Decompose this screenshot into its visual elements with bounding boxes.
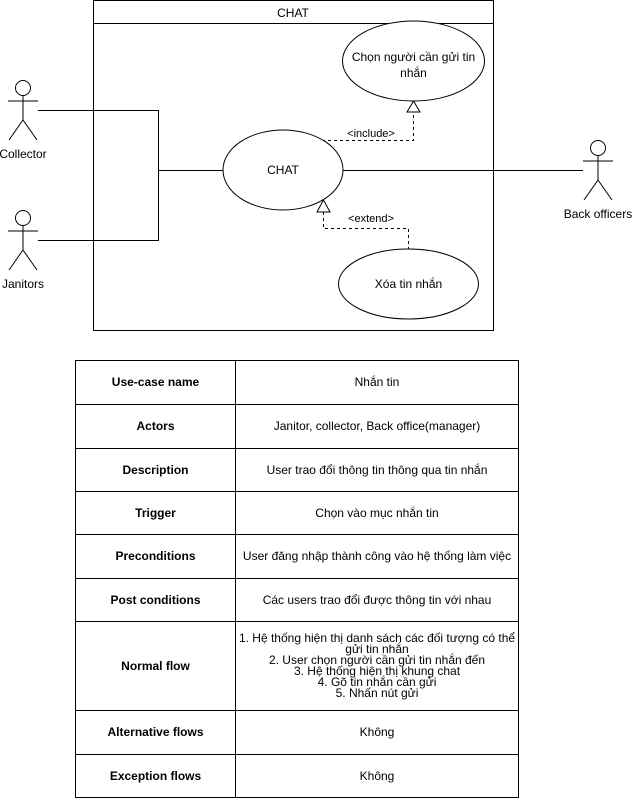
use-case-chat-label: CHAT xyxy=(267,163,299,177)
table-row: Use-case name Nhắn tin xyxy=(75,360,519,405)
table-row: Preconditions User đăng nhập thành công … xyxy=(75,534,519,579)
use-case-select-recipient-line1: Chọn người cần gửi tin xyxy=(352,50,475,64)
flow-step: 4. Gõ tin nhắn cần gửi xyxy=(317,675,437,689)
association-janitors-chat xyxy=(38,170,159,241)
normal-flow-steps: 1. Hệ thống hiện thị danh sách các đối t… xyxy=(235,621,519,711)
include-relation-line xyxy=(298,112,414,141)
include-label: <include> xyxy=(347,128,395,140)
row-label: Normal flow xyxy=(75,621,236,711)
row-value: Nhắn tin xyxy=(235,360,519,405)
flow-step: 1. Hệ thống hiện thị danh sách các đối t… xyxy=(238,631,516,645)
row-label: Post conditions xyxy=(75,578,236,622)
use-case-select-recipient xyxy=(342,20,485,102)
flow-step: 5. Nhấn nút gửi xyxy=(335,686,419,700)
table-row: Description User trao đổi thông tin thôn… xyxy=(75,448,519,492)
row-label: Alternative flows xyxy=(75,710,236,755)
table-row: Alternative flows Không xyxy=(75,710,519,755)
include-arrowhead xyxy=(406,100,421,113)
actor-back-officers xyxy=(583,140,613,201)
row-label: Trigger xyxy=(75,491,236,535)
row-label: Preconditions xyxy=(75,534,236,579)
use-case-spec-table: Use-case name Nhắn tin Actors Janitor, c… xyxy=(75,360,519,798)
association-collector-chat xyxy=(38,110,223,171)
row-value: Không xyxy=(235,754,519,798)
use-case-select-recipient-line2: nhắn xyxy=(400,65,427,80)
use-case-chat xyxy=(222,129,344,211)
row-label: Description xyxy=(75,448,236,492)
table-row: Exception flows Không xyxy=(75,754,519,798)
table-row: Actors Janitor, collector, Back office(m… xyxy=(75,404,519,449)
system-title: CHAT xyxy=(277,6,309,20)
flow-step: 2. User chọn người cần gửi tin nhắn đến xyxy=(268,653,486,667)
actor-janitors xyxy=(8,210,38,271)
table-row: Post conditions Các users trao đổi được … xyxy=(75,578,519,622)
extend-label: <extend> xyxy=(348,213,394,225)
row-value: Các users trao đổi được thông tin với nh… xyxy=(235,578,519,622)
actor-janitors-label: Janitors xyxy=(2,277,44,291)
table-row: Trigger Chọn vào mục nhắn tin xyxy=(75,491,519,535)
flow-step: 3. Hệ thống hiện thị khung chat xyxy=(293,664,461,678)
row-value: User trao đổi thông tin thông qua tin nh… xyxy=(235,448,519,492)
row-label: Exception flows xyxy=(75,754,236,798)
extend-relation-line xyxy=(323,212,409,250)
actor-collector xyxy=(8,80,38,141)
actor-back-officers-label: Back officers xyxy=(564,207,632,221)
use-case-delete-message xyxy=(338,248,479,320)
row-value: Janitor, collector, Back office(manager) xyxy=(235,404,519,449)
extend-arrowhead xyxy=(316,198,331,213)
actor-collector-label: Collector xyxy=(0,147,47,161)
row-value: User đăng nhập thành công vào hệ thống l… xyxy=(235,534,519,579)
table-row: Normal flow 1. Hệ thống hiện thị danh sá… xyxy=(75,621,519,711)
row-value: Không xyxy=(235,710,519,755)
use-case-delete-message-label: Xóa tin nhắn xyxy=(375,276,442,291)
flow-step: gửi tin nhắn xyxy=(345,642,409,656)
row-label: Use-case name xyxy=(75,360,236,405)
use-case-diagram: CHAT Collector Janitors Back officers <i… xyxy=(0,0,632,331)
row-value: Chọn vào mục nhắn tin xyxy=(235,491,519,535)
row-label: Actors xyxy=(75,404,236,449)
